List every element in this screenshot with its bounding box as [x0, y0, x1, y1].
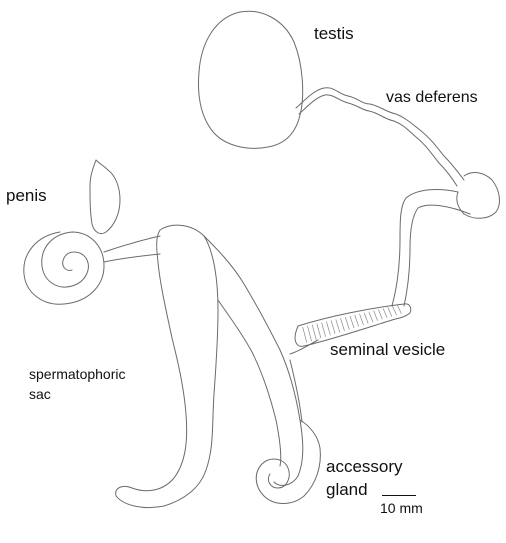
- duct-outline-inner: [404, 205, 470, 306]
- seminal-vesicle-segment: [350, 316, 354, 328]
- vas-deferens-outline-inner: [299, 95, 457, 186]
- seminal-vesicle-segment: [341, 318, 345, 331]
- seminal-vesicle-segment: [393, 306, 397, 315]
- seminal-vesicle-segment: [317, 324, 321, 339]
- seminal-vesicle-segment: [360, 314, 364, 325]
- scale-bar-label: 10 mm: [380, 500, 423, 516]
- label-spermatophoric-sac-line2: sac: [29, 386, 51, 402]
- seminal-vesicle-segment: [397, 305, 401, 313]
- scale-bar: [382, 495, 416, 496]
- connecting-duct-outline: [290, 340, 318, 354]
- seminal-vesicle-segment: [345, 317, 349, 329]
- label-penis: penis: [6, 186, 47, 206]
- label-accessory-gland-line1: accessory: [326, 457, 403, 477]
- label-seminal-vesicle: seminal vesicle: [330, 340, 445, 360]
- seminal-vesicle-segment: [378, 310, 382, 320]
- seminal-vesicle-segment: [383, 308, 387, 317]
- sac-inner-arm-outline: [204, 236, 303, 485]
- testis-outline: [199, 11, 303, 148]
- penis-coil-outline: [24, 232, 104, 304]
- accessory-gland-tube-outline: [290, 360, 302, 422]
- seminal-vesicle-segment: [336, 319, 340, 332]
- sac-inner-arm-outline-2: [218, 300, 281, 466]
- spermatophoric-sac-outline: [116, 225, 218, 507]
- seminal-vesicle-segment: [388, 307, 392, 316]
- seminal-vesicle-segment: [331, 320, 335, 333]
- seminal-vesicle-segment: [369, 312, 373, 323]
- seminal-vesicle-segment: [303, 327, 307, 343]
- penis-connector-outline-inner: [104, 254, 160, 262]
- penis-outline: [90, 160, 120, 234]
- seminal-vesicle-segment: [374, 311, 378, 321]
- label-accessory-gland-line2: gland: [326, 480, 368, 500]
- seminal-vesicle-segment: [364, 313, 368, 324]
- label-spermatophoric-sac-line1: spermatophoric: [29, 366, 126, 382]
- accessory-gland-outline: [256, 420, 320, 504]
- label-vas-deferens: vas deferens: [386, 89, 478, 107]
- seminal-vesicle-segment: [355, 315, 359, 327]
- seminal-vesicle-segment: [308, 326, 312, 341]
- seminal-vesicle-segment: [326, 322, 330, 336]
- label-testis: testis: [314, 24, 354, 44]
- seminal-vesicle-segment: [322, 323, 326, 337]
- seminal-vesicle-segment: [312, 325, 316, 340]
- penis-connector-outline: [104, 236, 160, 252]
- seminal-vesicle-segments: [303, 305, 402, 342]
